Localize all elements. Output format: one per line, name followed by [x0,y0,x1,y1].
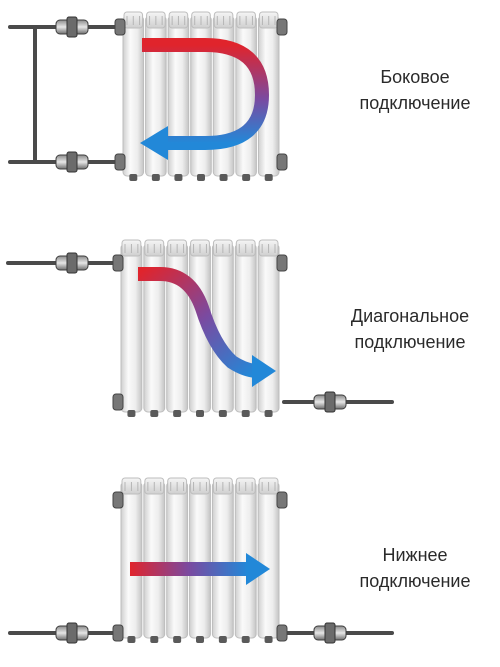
radiator-plug [112,393,124,411]
radiator-plug [276,153,288,171]
flow-arrow-diagonal [138,267,259,378]
valve-icon [313,391,347,413]
valve-nut [324,391,336,413]
valve-nut [66,622,78,644]
radiator-plug [112,624,124,642]
radiator-plug [112,491,124,509]
bottom-connection-label-line1: Нижнее [382,545,448,565]
radiator-plug [114,153,126,171]
radiator-fin [257,243,280,413]
radiator-foot [264,636,273,643]
diagonal-connection-label-line1: Диагональное [350,306,470,326]
flow-arrow-straight [130,562,248,576]
radiator-foot [219,174,228,181]
valve-icon [55,622,89,644]
radiator-plug [276,254,288,272]
radiator-fin [211,481,234,639]
diagonal-connection-panel [6,239,394,417]
side-connection-panel [8,11,288,181]
side-connection-label-line2: подключение [359,93,471,113]
radiator-foot [150,410,159,417]
side-connection-label: Боковое подключение [330,64,500,116]
radiator-foot [218,636,227,643]
valve-icon [55,16,89,38]
radiator-plug [276,491,288,509]
flow-arrow-head [140,126,168,160]
radiator-foot [174,174,183,181]
valve-icon [55,252,89,274]
bottom-connection-label: Нижнее подключение [330,542,500,594]
radiator-foot [127,636,136,643]
flow-arrow-head [246,553,270,585]
flow-arrow-head [252,355,276,387]
side-connection-label-line1: Боковое [380,67,450,87]
radiator-foot [173,410,182,417]
radiator-plug [114,18,126,36]
valve-icon [313,622,347,644]
radiator-foot [151,174,160,181]
radiator [120,477,280,643]
radiator-plug [276,18,288,36]
radiator-fin [143,481,166,639]
radiator [120,239,280,417]
radiator-fin [257,481,280,639]
valve-nut [66,16,78,38]
radiator-foot [127,410,136,417]
radiator-foot [241,410,250,417]
radiator-fin [234,243,257,413]
bottom-connection-label-line2: подключение [359,571,471,591]
valve-nut [66,151,78,173]
radiator-foot [264,174,273,181]
radiator-foot [197,174,205,181]
radiator-foot [150,636,159,643]
radiator-plug [112,254,124,272]
radiator-foot [242,174,251,181]
diagonal-connection-label-line2: подключение [354,332,466,352]
radiator-foot [196,636,204,643]
radiator-plug [276,624,288,642]
valve-icon [55,151,89,173]
diagonal-connection-label: Диагональное подключение [325,303,495,355]
radiator-fin [166,481,189,639]
valve-nut [324,622,336,644]
radiator-foot [218,410,227,417]
radiator-fin [122,15,145,177]
radiator-foot [241,636,250,643]
radiator-foot [129,174,138,181]
bottom-connection-panel [8,477,394,644]
radiator-fin [189,481,211,639]
radiator-foot [196,410,204,417]
valve-nut [66,252,78,274]
radiator-foot [264,410,273,417]
radiator-fin [235,15,257,177]
flow-arrow-u-turn [142,38,270,150]
radiator-fin [120,481,143,639]
radiator-foot [173,636,182,643]
